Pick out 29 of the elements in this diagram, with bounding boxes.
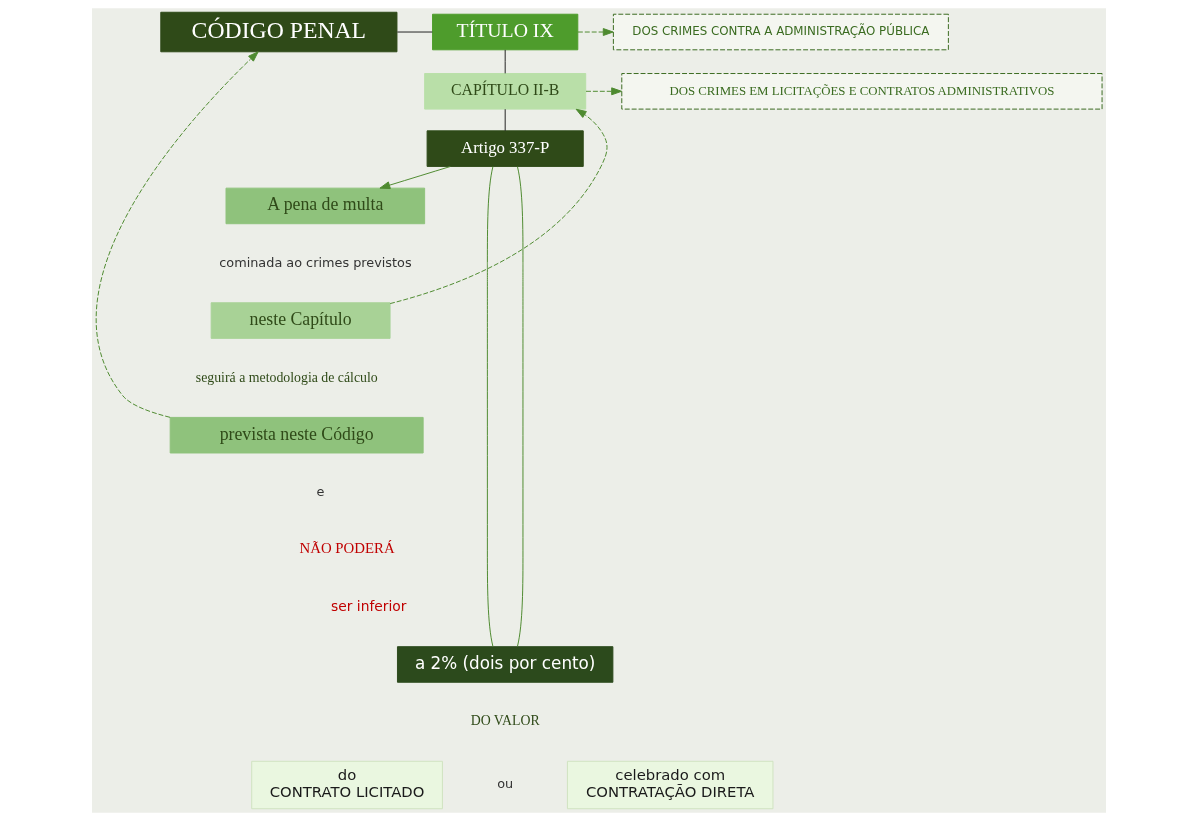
label: NÃO PODERÁ <box>299 540 395 557</box>
arrow <box>96 51 259 418</box>
arrow <box>389 108 608 305</box>
node-box: do CONTRATO LICITADO <box>251 760 443 810</box>
node-box: celebrado com CONTRATAÇÃO DIRETA <box>566 760 774 810</box>
node-box: CÓDIGO PENAL <box>160 11 398 53</box>
label: ou <box>497 776 514 792</box>
node-box: neste Capítulo <box>210 302 391 339</box>
label: seguirá a metodologia de cálculo <box>195 369 378 385</box>
node-box: TÍTULO IX <box>432 13 579 51</box>
connector <box>396 31 433 33</box>
node-box: DOS CRIMES EM LICITAÇÕES E CONTRATOS ADMINISTRATIVOS <box>621 73 1103 110</box>
connector <box>504 108 506 132</box>
node-box: prevista neste Código <box>169 416 424 454</box>
node-box: DOS CRIMES CONTRA A ADMINISTRAÇÃO PÚBLICA <box>612 13 949 51</box>
node-box: a 2% (dois por cento) <box>396 646 614 683</box>
node-box: Artigo 337-P <box>426 130 584 167</box>
arrow <box>585 87 623 96</box>
label: e <box>316 483 325 499</box>
connector <box>504 49 506 74</box>
arrow <box>379 166 451 190</box>
connector <box>486 166 494 647</box>
node-box: CAPÍTULO II-B <box>424 73 587 110</box>
connector <box>517 166 524 647</box>
node-box: A pena de multa <box>225 187 426 225</box>
label: DO VALOR <box>470 713 540 729</box>
arrow <box>577 28 614 36</box>
label: ser inferior <box>331 597 407 614</box>
label: cominada ao crimes previstos <box>219 254 412 270</box>
